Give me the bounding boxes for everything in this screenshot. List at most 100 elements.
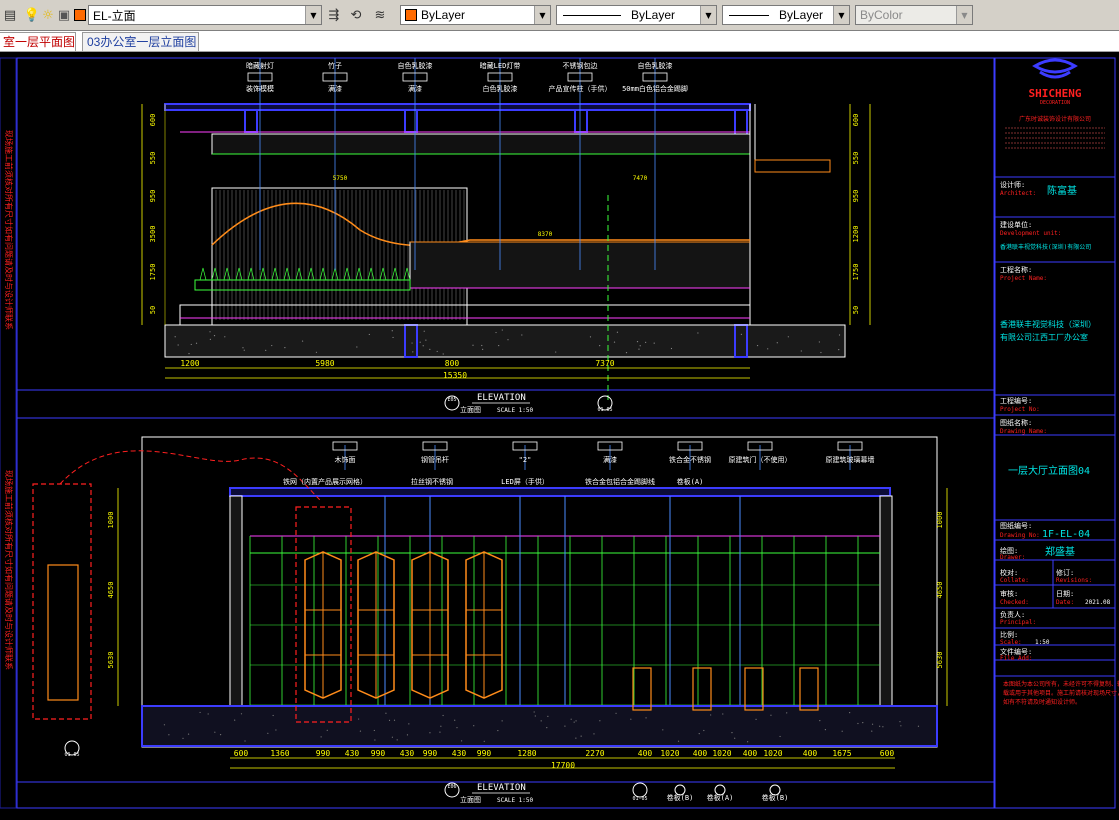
layer-manager-icon[interactable]: ▤ [2,6,18,24]
bottom-ceiling-beam [230,488,890,496]
floor-hatch-dot [502,720,503,721]
sheet-border [17,58,994,808]
tb-note-line: 本图纸为本公司所有，未经许可不得复制、转 [1003,680,1119,688]
logo-sub: DECORATION [1040,100,1070,106]
floor-hatch-dot [498,345,499,346]
floor-hatch-dot [374,730,375,731]
floor-hatch-dot [630,719,631,720]
tab-floor-plan[interactable]: 室一层平面图 [0,32,76,51]
layer-match-icon[interactable]: ≋ [372,6,388,24]
lightbulb-icon[interactable]: 💡 [24,6,40,24]
tb-proj-name: 有限公司江西工厂办公室 [1000,332,1088,342]
layer-dropdown[interactable]: EL-立面 ▼ [88,5,322,25]
floor-hatch-dot [275,729,276,730]
floor-hatch-dot [777,342,778,343]
tb-label-en: Drawing Name: [1000,428,1047,435]
company-logo-icon [1035,60,1075,72]
floor-hatch-dot [429,732,430,733]
tb-label: 校对: [1000,568,1018,577]
tb-label: 图纸编号: [1000,521,1032,530]
chevron-down-icon[interactable]: ▼ [700,6,716,24]
color-dropdown[interactable]: ByLayer ▼ [400,5,551,25]
tb-drawer: 郑盛基 [1045,545,1075,558]
lineweight-dropdown[interactable]: ByLayer ▼ [722,5,850,25]
ceiling-drop [245,110,257,132]
floor-hatch-dot [199,712,200,713]
floor-hatch-dot [472,345,473,346]
make-current-layer-icon[interactable]: ⇶ [326,6,342,24]
dim-text: 550 [852,152,860,165]
callout-text: 满漆 [408,84,422,93]
plant-leaf [392,268,398,280]
floor-hatch-dot [857,723,858,724]
dim-text: 7470 [633,175,648,182]
floor-hatch-dot [710,714,711,715]
floor-hatch-dot [481,345,482,346]
lock-icon[interactable]: ▣ [56,6,72,24]
sun-icon[interactable]: ☼ [40,6,56,24]
callout-text: 满漆 [603,455,617,464]
floor-hatch-dot [825,729,826,730]
floor-hatch-dot [839,334,840,335]
tb-label-en: Principal: [1000,619,1036,626]
logo-text: SHICHENG [1029,87,1082,100]
chevron-down-icon[interactable]: ▼ [956,6,972,24]
dim-text: 400 [638,749,653,758]
dim-text: 1020 [712,749,731,758]
plant-leaf [272,268,278,280]
chevron-down-icon[interactable]: ▼ [833,6,849,24]
drawing-canvas[interactable]: 现场施工前须核对所有尺寸如有问题请及时与设计师联系现场施工前须核对所有尺寸如有问… [0,52,1119,817]
plant-leaf [260,268,266,280]
floor-hatch-dot [564,725,565,726]
floor-hatch-dot [842,731,843,732]
dim-text: 7370 [595,359,614,368]
floor-hatch-dot [788,336,789,337]
tb-label: 负责人: [1000,610,1025,619]
layer-previous-icon[interactable]: ⟲ [348,6,364,24]
floor-hatch-dot [871,731,872,732]
floor-hatch-dot [571,719,572,720]
dim-text: 5980 [315,359,334,368]
floor-hatch-dot [210,339,211,340]
floor-hatch-dot [722,713,723,714]
floor-hatch-dot [321,736,322,737]
tb-label-en: Architect: [1000,190,1036,197]
floor-hatch-dot [757,345,758,346]
floor-hatch-dot [862,722,863,723]
floor-hatch-dot [244,350,245,351]
floor-hatch-dot [407,734,408,735]
chevron-down-icon[interactable]: ▼ [534,6,550,24]
color-swatch-icon [405,9,417,21]
floor-hatch-dot [408,723,409,724]
linetype-dropdown[interactable]: ByLayer ▼ [556,5,717,25]
tb-label-en: Project No: [1000,406,1040,413]
cad-drawing[interactable]: 现场施工前须核对所有尺寸如有问题请及时与设计师联系现场施工前须核对所有尺寸如有问… [0,52,1119,817]
layer-color-swatch-icon[interactable] [72,6,88,24]
floor-hatch-dot [461,740,462,741]
floor-hatch-dot [429,349,430,350]
tb-label-en: Revisions: [1056,577,1092,584]
floor-hatch-dot [900,725,901,726]
plant-leaf [212,268,218,280]
dim-text: 990 [423,749,438,758]
floor-hatch-dot [224,336,225,337]
floor-hatch-dot [899,721,900,722]
chevron-down-icon[interactable]: ▼ [305,6,321,24]
plant-leaf [344,268,350,280]
tb-label-en: File Add: [1000,655,1033,662]
floor-hatch-dot [284,347,285,348]
tab-elevation[interactable]: 03办公室一层立面图 [82,32,199,51]
floor-hatch-dot [555,351,556,352]
floor-hatch-dot [443,353,444,354]
lineweight-dropdown-value: ByLayer [775,8,823,22]
plotstyle-dropdown[interactable]: ByColor ▼ [855,5,973,25]
dim-text: 430 [345,749,360,758]
callout-text: 自色乳胶漆 [638,61,673,70]
floor-hatch-dot [918,726,919,727]
section-code: 01-05 [632,796,647,802]
floor-hatch-dot [741,334,742,335]
callout-text: 铁合金不锈钢 [669,455,711,464]
bottom-left-column [230,496,242,706]
callout-text: "2" [519,456,532,464]
floor-hatch-dot [454,720,455,721]
